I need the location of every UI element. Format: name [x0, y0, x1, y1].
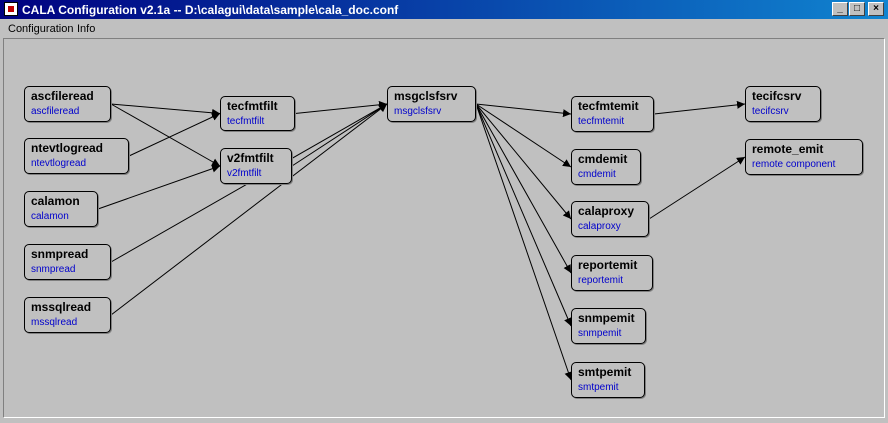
- edge-ascfileread-to-tecfmtfilt: [110, 103, 221, 117]
- node-tecfmtemit[interactable]: tecfmtemit tecfmtemit: [571, 96, 654, 132]
- status-strip: [0, 418, 888, 423]
- node-subtitle: smtpemit: [578, 382, 619, 393]
- node-title: reportemit: [578, 258, 638, 272]
- node-title: ntevtlogread: [31, 141, 104, 155]
- node-calaproxy[interactable]: calaproxy calaproxy: [571, 201, 649, 237]
- node-mssqlread[interactable]: mssqlread mssqlread: [24, 297, 111, 333]
- edge-mssqlread-to-msgclsfsrv: [110, 103, 388, 316]
- node-snmpread[interactable]: snmpread snmpread: [24, 244, 111, 280]
- node-title: v2fmtfilt: [227, 151, 274, 165]
- node-ntevtlogread[interactable]: ntevtlogread ntevtlogread: [24, 138, 129, 174]
- node-v2fmtfilt[interactable]: v2fmtfilt v2fmtfilt: [220, 148, 292, 184]
- node-subtitle: tecifcsrv: [752, 106, 789, 117]
- node-calamon[interactable]: calamon calamon: [24, 191, 98, 227]
- node-cmdemit[interactable]: cmdemit cmdemit: [571, 149, 641, 185]
- maximize-button[interactable]: □: [849, 2, 865, 16]
- node-subtitle: calamon: [31, 211, 69, 222]
- node-subtitle: snmpread: [31, 264, 76, 275]
- node-title: tecfmtemit: [578, 99, 639, 113]
- edge-tecfmtfilt-to-msgclsfsrv: [294, 100, 388, 114]
- node-ascfileread[interactable]: ascfileread ascfileread: [24, 86, 111, 122]
- node-subtitle: remote component: [752, 159, 836, 170]
- app-icon[interactable]: [4, 2, 18, 16]
- node-title: calaproxy: [578, 204, 635, 218]
- node-title: mssqlread: [31, 300, 92, 314]
- node-tecfmtfilt[interactable]: tecfmtfilt tecfmtfilt: [220, 96, 295, 131]
- node-subtitle: cmdemit: [578, 169, 616, 180]
- close-button[interactable]: ×: [868, 2, 884, 16]
- minimize-button[interactable]: _: [832, 2, 848, 16]
- node-subtitle: ntevtlogread: [31, 158, 87, 169]
- node-title: msgclsfsrv: [394, 89, 458, 103]
- node-subtitle: snmpemit: [578, 328, 622, 339]
- node-msgclsfsrv[interactable]: msgclsfsrv msgclsfsrv: [387, 86, 476, 122]
- node-subtitle: tecfmtfilt: [227, 116, 265, 127]
- node-title: tecifcsrv: [752, 89, 802, 103]
- node-title: snmpemit: [578, 311, 635, 325]
- node-tecifcsrv[interactable]: tecifcsrv tecifcsrv: [745, 86, 821, 122]
- node-subtitle: ascfileread: [31, 106, 80, 117]
- edge-msgclsfsrv-to-smtpemit: [475, 103, 573, 381]
- node-subtitle: v2fmtfilt: [227, 168, 262, 179]
- title-bar[interactable]: CALA Configuration v2.1a -- D:\calagui\d…: [0, 0, 888, 19]
- node-title: snmpread: [31, 247, 89, 261]
- node-snmpemit[interactable]: snmpemit snmpemit: [571, 308, 646, 344]
- edge-ascfileread-to-v2fmtfilt: [110, 103, 221, 167]
- node-subtitle: msgclsfsrv: [394, 106, 442, 117]
- edge-calaproxy-to-remote-emit: [648, 156, 746, 220]
- edge-layer: [97, 100, 746, 381]
- menu-info[interactable]: Info: [77, 23, 96, 35]
- node-subtitle: tecfmtemit: [578, 116, 625, 127]
- node-title: cmdemit: [578, 152, 628, 166]
- node-title: ascfileread: [31, 89, 94, 103]
- node-subtitle: calaproxy: [578, 221, 621, 232]
- node-reportemit[interactable]: reportemit reportemit: [571, 255, 653, 291]
- menu-configuration[interactable]: Configuration: [8, 23, 74, 35]
- edge-msgclsfsrv-to-tecfmtemit: [475, 103, 572, 118]
- node-title: remote_emit: [752, 142, 824, 156]
- edge-tecfmtemit-to-tecifcsrv: [653, 100, 746, 115]
- edge-ntevtlogread-to-tecfmtfilt: [128, 113, 221, 157]
- menu-bar: Configuration Info: [0, 19, 888, 38]
- edge-msgclsfsrv-to-snmpemit: [475, 103, 572, 327]
- edge-msgclsfsrv-to-calaproxy: [475, 103, 572, 220]
- node-smtpemit[interactable]: smtpemit smtpemit: [571, 362, 645, 398]
- window-title: CALA Configuration v2.1a -- D:\calagui\d…: [22, 3, 399, 17]
- node-title: tecfmtfilt: [227, 99, 278, 113]
- node-title: calamon: [31, 194, 80, 208]
- node-subtitle: mssqlread: [31, 317, 78, 328]
- edge-msgclsfsrv-to-reportemit: [475, 103, 572, 274]
- edge-v2fmtfilt-to-msgclsfsrv: [291, 103, 388, 167]
- edge-msgclsfsrv-to-cmdemit: [475, 103, 572, 168]
- edge-calamon-to-v2fmtfilt: [97, 164, 221, 210]
- node-title: smtpemit: [578, 365, 632, 379]
- node-subtitle: reportemit: [578, 275, 624, 286]
